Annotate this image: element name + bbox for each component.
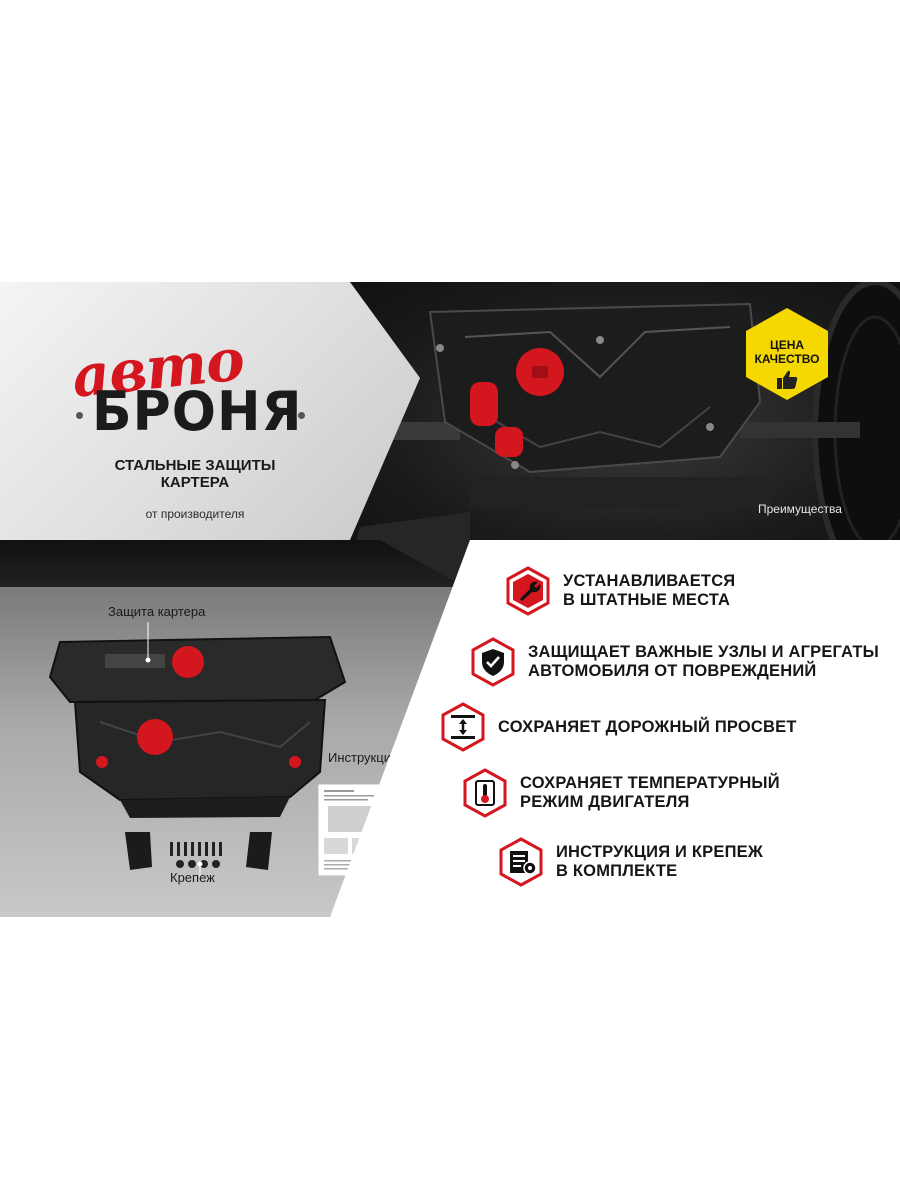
advantages-label: Преимущества [758, 502, 842, 516]
from-maker-text: от производителя [145, 507, 245, 521]
instructions-bolts-icon [499, 837, 543, 887]
guard-product-image [48, 622, 347, 877]
label-crankcase-guard: Защита картера [108, 604, 206, 619]
thermometer-icon [463, 768, 507, 818]
price-quality-badge: ЦЕНА КАЧЕСТВО [742, 306, 832, 402]
subtitle-line-2: КАРТЕРА [160, 474, 230, 491]
wrench-icon [506, 566, 550, 616]
feature-1-line-2: В ШТАТНЫЕ МЕСТА [563, 591, 731, 609]
feature-5-line-2: В КОМПЛЕКТЕ [556, 862, 678, 880]
feature-4-line-2: РЕЖИМ ДВИГАТЕЛЯ [520, 793, 690, 811]
logo-panel [0, 282, 420, 540]
feature-2-line-1: ЗАЩИЩАЕТ ВАЖНЫЕ УЗЛЫ И АГРЕГАТЫ [528, 643, 879, 661]
subtitle: СТАЛЬНЫЕ ЗАЩИТЫ КАРТЕРА [80, 457, 310, 491]
logo-main-text: БРОНЯ [92, 380, 303, 444]
feature-item-protection: ЗАЩИЩАЕТ ВАЖНЫЕ УЗЛЫ И АГРЕГАТЫ АВТОМОБИ… [470, 637, 879, 687]
feature-item-temperature: СОХРАНЯЕТ ТЕМПЕРАТУРНЫЙ РЕЖИМ ДВИГАТЕЛЯ [462, 768, 780, 818]
shield-check-icon [471, 637, 515, 687]
logo-dot-right [298, 412, 305, 419]
feature-item-kit: ИНСТРУКЦИЯ И КРЕПЕЖ В КОМПЛЕКТЕ [498, 837, 763, 887]
feature-1-line-1: УСТАНАВЛИВАЕТСЯ [563, 572, 736, 590]
dark-strip [0, 540, 470, 590]
badge-line-2: КАЧЕСТВО [754, 352, 820, 366]
feature-item-install: УСТАНАВЛИВАЕТСЯ В ШТАТНЫЕ МЕСТА [505, 566, 735, 616]
feature-item-clearance: СОХРАНЯЕТ ДОРОЖНЫЙ ПРОСВЕТ [440, 702, 797, 752]
badge-line-1: ЦЕНА [769, 338, 805, 352]
feature-3-line-1: СОХРАНЯЕТ ДОРОЖНЫЙ ПРОСВЕТ [498, 717, 797, 736]
label-fasteners: Крепеж [170, 870, 215, 885]
feature-4-line-1: СОХРАНЯЕТ ТЕМПЕРАТУРНЫЙ [520, 774, 780, 792]
feature-5-line-1: ИНСТРУКЦИЯ И КРЕПЕЖ [556, 843, 763, 861]
label-instructions: Инструкция [328, 750, 398, 765]
thumbs-up-icon [777, 370, 798, 389]
feature-2-line-2: АВТОМОБИЛЯ ОТ ПОВРЕЖДЕНИЙ [528, 662, 817, 680]
logo-dot-left [76, 412, 83, 419]
product-banner: авто БРОНЯ СТАЛЬНЫЕ ЗАЩИТЫ КАРТЕРА от пр… [0, 282, 900, 917]
subtitle-line-1: СТАЛЬНЫЕ ЗАЩИТЫ [114, 457, 276, 474]
clearance-arrows-icon [441, 702, 485, 752]
